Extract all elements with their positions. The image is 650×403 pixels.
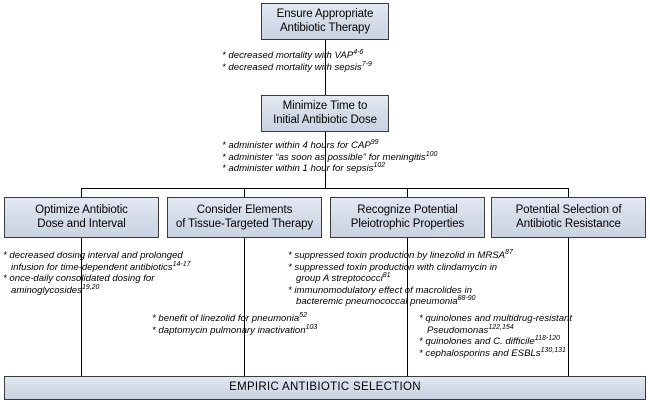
node-title-line1: Optimize Antibiotic [35,204,128,216]
annotation-after-second-node: * administer within 4 hours for CAP99 * … [222,138,438,175]
annotation-bullet: * decreased mortality with sepsis7-9 [222,60,372,73]
annotation-bullet: * immunomodulatory effect of macrolides … [288,284,472,296]
connector-drop-col4 [568,188,569,197]
citation-superscript: 100 [425,150,438,158]
annotation-after-top-node: * decreased mortality with VAP4-6 * decr… [222,48,372,73]
citation-superscript: 87 [505,248,513,256]
node-ensure-appropriate-antibiotic-therapy: Ensure Appropriate Antibiotic Therapy [261,3,389,40]
annotation-bullet: * cephalosporins and ESBLs130,131 [419,346,566,359]
node-title-line1: Minimize Time to [282,100,368,112]
connector-col1-to-bottom [81,238,82,376]
connector-drop-col3 [407,188,408,197]
annotation-bullet: * benefit of linezolid for pneumonia52 [152,311,307,324]
annotation-bullet: * quinolones and C. difficile118-120 [419,335,560,348]
citation-superscript: 14-17 [172,260,191,268]
citation-superscript: 103 [305,323,318,331]
node-title-line1: Potential Selection of [515,204,622,216]
node-title-line2: Dose and Interval [37,217,126,230]
citation-superscript: 88-90 [457,295,476,303]
node-title: EMPIRIC ANTIBIOTIC SELECTION [229,381,421,394]
annotation-bullet-continuation: bacteremic pneumococcal pneumonia88-90 [296,295,476,308]
citation-superscript: 19,20 [81,283,100,291]
annotation-bullet: * suppressed toxin production with clind… [288,261,498,273]
connector-drop-col2 [244,188,245,197]
annotation-bullet-continuation: Pseudomonas122,154 [427,323,514,336]
connector-second-to-split [325,132,326,188]
node-recognize-potential-pleiotrophic-properties: Recognize Potential Pleiotrophic Propert… [330,197,485,238]
annotation-bullet: * administer within 4 hours for CAP99 [222,138,379,151]
annotation-bullet-continuation: aminoglycosides19,20 [11,283,100,296]
node-title-line1: Ensure Appropriate [276,8,374,20]
annotation-bullet: * administer “as soon as possible” for m… [222,150,438,163]
node-empiric-antibiotic-selection: EMPIRIC ANTIBIOTIC SELECTION [4,376,646,400]
annotation-bullet: * decreased mortality with VAP4-6 [222,48,364,61]
citation-superscript: 99 [370,138,379,146]
annotation-bullet: * suppressed toxin production by linezol… [288,248,513,261]
annotation-bullet: * administer within 1 hour for sepsis102 [222,162,386,175]
citation-superscript: 7-9 [361,60,372,68]
node-optimize-antibiotic-dose-and-interval: Optimize Antibiotic Dose and Interval [4,197,159,238]
citation-superscript: 130,131 [540,346,566,354]
node-potential-selection-of-antibiotic-resistance: Potential Selection of Antibiotic Resist… [491,197,646,238]
annotation-column-4: * quinolones and multidrug-resistant Pse… [419,313,572,359]
annotation-bullet-continuation: group A streptococci81 [296,272,391,285]
annotation-column-2: * benefit of linezolid for pneumonia52 *… [152,311,318,336]
node-minimize-time-to-initial-antibiotic-dose: Minimize Time to Initial Antibiotic Dose [261,95,389,132]
node-title-line2: Antibiotic Therapy [279,21,371,34]
citation-superscript: 122,154 [488,323,514,331]
node-title-line1: Recognize Potential [357,204,458,216]
citation-superscript: 81 [382,272,391,279]
citation-superscript: 118-120 [534,335,560,342]
connector-drop-col1 [81,188,82,197]
node-title-line2: of Tissue-Targeted Therapy [175,217,314,230]
node-title-line2: Initial Antibiotic Dose [273,113,377,126]
connector-top-to-second [325,40,326,95]
citation-superscript: 4-6 [353,48,364,56]
node-title-line2: Pleiotrophic Properties [350,217,465,230]
node-title-line2: Antibiotic Resistance [516,217,621,230]
annotation-bullet: * daptomycin pulmonary inactivation103 [152,323,318,336]
annotation-bullet: * quinolones and multidrug-resistant [419,313,573,324]
node-consider-elements-of-tissue-targeted-therapy: Consider Elements of Tissue-Targeted The… [167,197,322,238]
node-title-line1: Consider Elements [196,204,293,216]
citation-superscript: 52 [299,311,307,319]
annotation-bullet-continuation: infusion for time-dependent antibiotics1… [11,260,191,273]
connector-col4-to-bottom [568,238,569,376]
annotation-bullet: * once-daily consolidated dosing for [3,273,155,285]
citation-superscript: 102 [373,162,386,169]
connector-horizontal-bus [81,188,568,189]
annotation-column-1: * decreased dosing interval and prolonge… [3,250,191,296]
connector-col3-to-bottom [407,238,408,376]
annotation-column-3: * suppressed toxin production by linezol… [288,248,513,308]
connector-col2-to-bottom [244,238,245,376]
annotation-bullet: * decreased dosing interval and prolonge… [3,250,183,261]
